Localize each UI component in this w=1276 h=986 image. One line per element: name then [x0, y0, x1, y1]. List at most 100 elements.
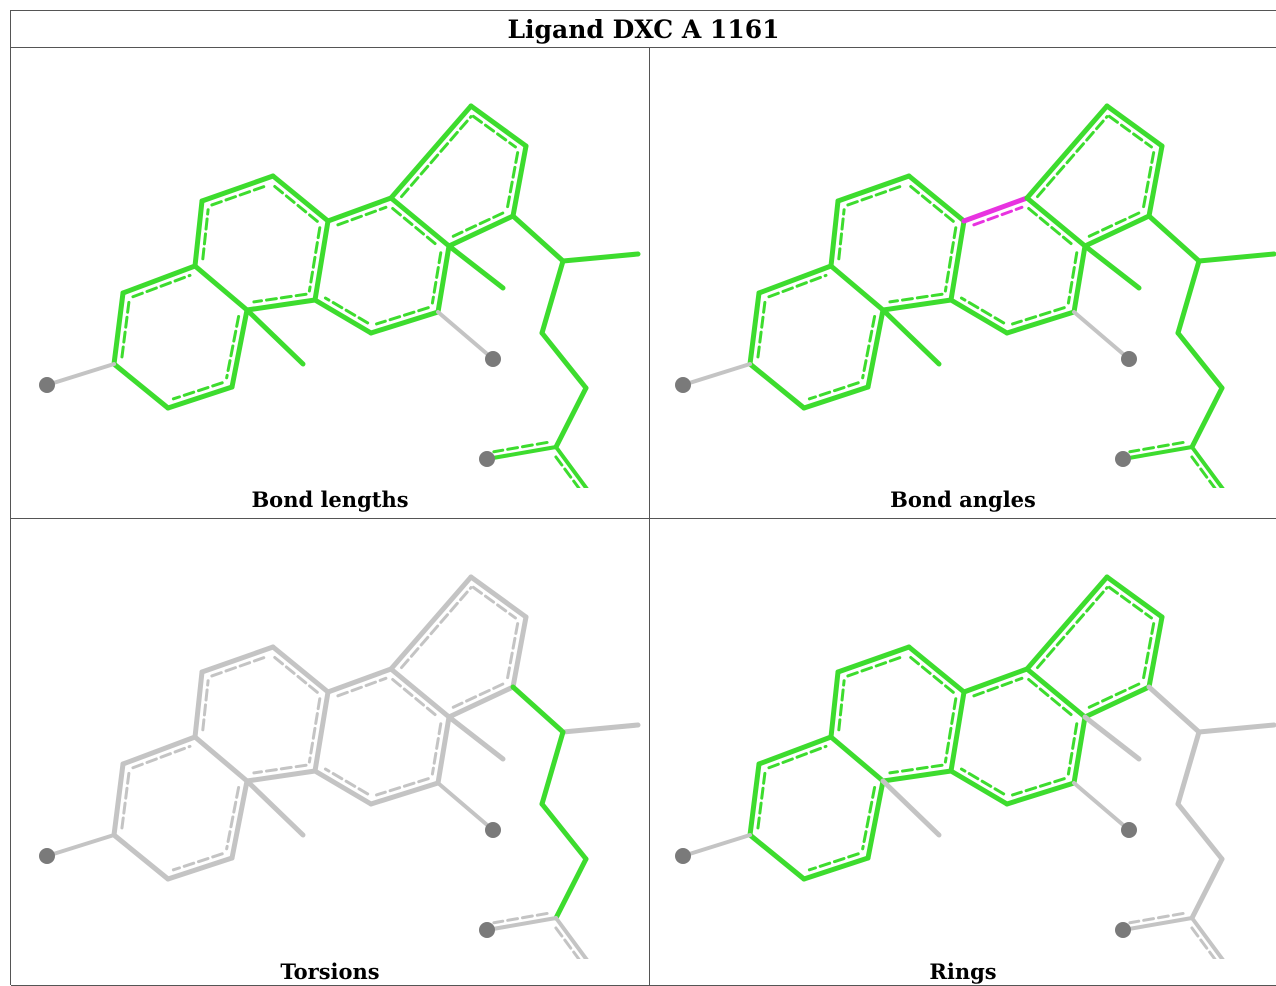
atom-o1: [39, 377, 55, 393]
bond-d-br1: [880, 778, 942, 838]
bond-c-g-aromatic: [201, 208, 210, 261]
bond-f-a: [111, 832, 171, 882]
bond-i-j: [948, 218, 967, 303]
bond-j-d: [880, 768, 954, 784]
bond-a-b: [111, 761, 126, 838]
bond-s5-o4: [554, 445, 589, 488]
bond-i-j-aromatic: [943, 226, 958, 293]
bond-n-o-aromatic: [1036, 115, 1109, 199]
molecule-torsions: [39, 574, 641, 959]
bond-h-i-aromatic: [273, 655, 319, 694]
bond-l-k-aromatic: [375, 306, 430, 326]
bond-b-c: [756, 263, 834, 296]
bond-a-o1: [681, 833, 752, 858]
bond-s5-o4: [1190, 916, 1225, 959]
bond-d-e-aromatic: [225, 315, 241, 380]
bond-k-j-aromatic: [323, 767, 370, 796]
molecule-rings: [675, 574, 1276, 959]
bond-j-d-aromatic: [888, 763, 944, 775]
bond-l-k-aromatic: [1011, 306, 1066, 326]
bond-k-j: [948, 768, 1010, 807]
bond-n-o: [1024, 103, 1110, 201]
bond-l-o2: [436, 310, 495, 361]
atom-o2: [485, 351, 501, 367]
bond-o-p-aromatic: [1107, 585, 1153, 620]
bond-s5-o3-double: [492, 440, 549, 454]
bond-c-g: [192, 669, 205, 740]
bond-s3-s4: [539, 801, 589, 862]
atom-o2: [485, 822, 501, 838]
bond-g-h: [835, 644, 912, 675]
bond-q-m-aromatic: [1087, 682, 1141, 709]
bond-m-br2: [446, 714, 506, 762]
bond-s1-s2: [560, 251, 641, 264]
bond-g-h-aromatic: [210, 654, 270, 678]
bond-a-b: [747, 290, 762, 367]
bond-g-h: [199, 173, 276, 204]
panel-bond-angles: Bond angles: [650, 48, 1276, 519]
bond-k-j: [312, 297, 374, 336]
bond-b-c: [756, 734, 834, 767]
atom-o2: [1121, 351, 1137, 367]
bond-q-s1: [510, 684, 566, 735]
bond-s4-s5: [553, 385, 589, 450]
bond-c-d: [828, 263, 886, 313]
bond-l-o2: [436, 781, 495, 832]
bond-e-f: [801, 855, 871, 882]
atom-o1: [39, 848, 55, 864]
bond-a-b: [747, 761, 762, 838]
molecule-bond-lengths: [39, 103, 641, 488]
bond-s1-s2: [560, 722, 641, 735]
bond-c-g-aromatic: [837, 208, 846, 261]
bond-d-e-aromatic: [225, 786, 241, 851]
atom-o1: [675, 377, 691, 393]
bond-j-d-aromatic: [888, 292, 944, 304]
atom-o3: [1115, 922, 1131, 938]
bond-b-c-aromatic: [767, 273, 828, 299]
bond-i-n-aromatic: [972, 205, 1024, 227]
bond-m-br2: [1082, 714, 1142, 762]
bond-d-br1: [244, 778, 306, 838]
atom-o1: [675, 848, 691, 864]
bond-e-f: [165, 384, 235, 411]
bond-s5-o3: [1121, 445, 1194, 461]
bond-m-l-aromatic: [1066, 251, 1079, 305]
bond-e-f-aromatic: [807, 852, 860, 872]
bond-h-i: [270, 173, 331, 224]
bond-q-m: [1082, 213, 1152, 249]
bond-a-b-aromatic: [756, 771, 767, 830]
bond-k-j-aromatic: [323, 296, 370, 325]
bond-k-j: [948, 297, 1010, 336]
bond-q-m-aromatic: [451, 211, 505, 238]
bond-e-f: [801, 384, 871, 411]
atom-o2: [1121, 822, 1137, 838]
bond-m-l: [1071, 714, 1088, 786]
bond-o-p-aromatic: [471, 585, 517, 620]
bond-p-q-aromatic: [506, 622, 520, 680]
bond-i-j: [312, 689, 331, 774]
bond-s5-o3-double: [1128, 440, 1185, 454]
atom-o3: [1115, 451, 1131, 467]
bond-n-o-aromatic: [1036, 586, 1109, 670]
bond-s1-s3: [539, 258, 566, 336]
bond-l-k: [1004, 780, 1077, 807]
bond-o-p: [1104, 103, 1165, 149]
bond-i-n-aromatic: [336, 205, 388, 227]
bond-k-j: [312, 768, 374, 807]
bond-b-c-aromatic: [131, 744, 192, 770]
panel-torsions: Torsions: [11, 519, 650, 986]
bond-b-c: [120, 263, 198, 296]
bond-g-h-aromatic: [846, 654, 906, 678]
bond-o-p: [1104, 574, 1165, 620]
bond-s5-o4: [1190, 445, 1225, 488]
bond-s5-o3-double: [492, 911, 549, 925]
bond-l-o2: [1072, 781, 1131, 832]
bond-n-m-aromatic: [391, 677, 440, 719]
bond-n-m: [388, 666, 452, 720]
bond-p-q-aromatic: [1142, 622, 1156, 680]
bond-g-h-aromatic: [210, 183, 270, 207]
bond-s5-o4: [554, 916, 589, 959]
bond-d-br1: [880, 307, 942, 367]
bond-p-q-aromatic: [1142, 151, 1156, 209]
bond-a-b-aromatic: [756, 300, 767, 359]
